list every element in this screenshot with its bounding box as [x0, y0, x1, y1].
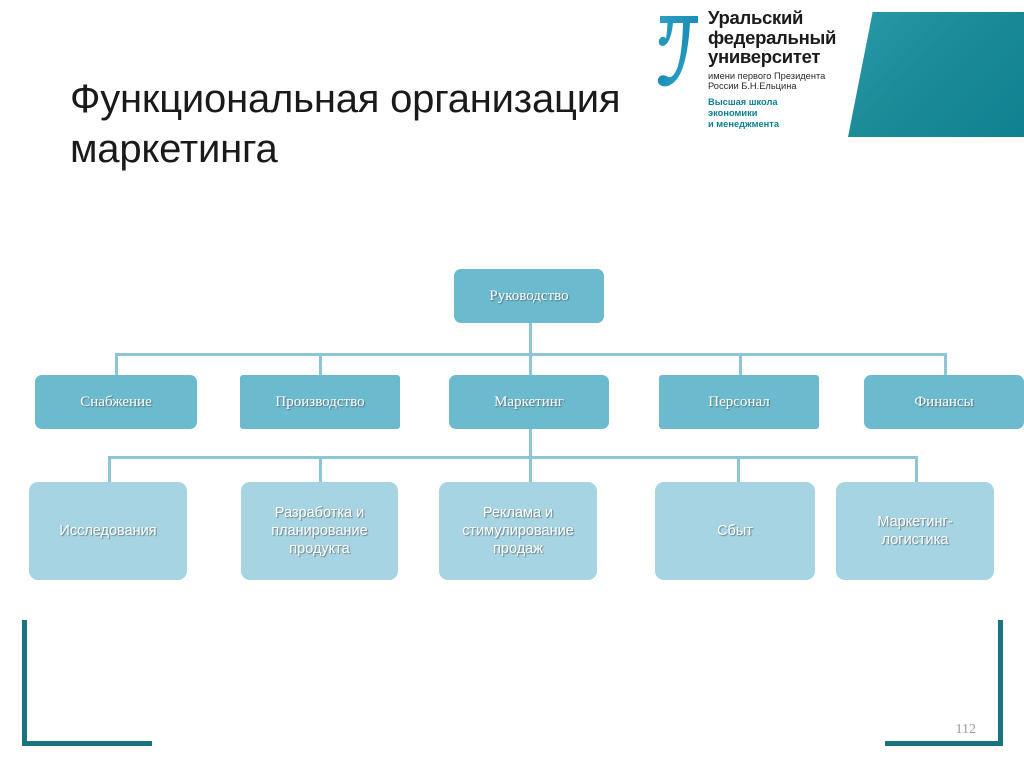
org-node-label: Руководство [489, 287, 569, 304]
connector-drop-product-planning [319, 456, 322, 482]
bracket-bottom-right [885, 620, 1003, 746]
connector-drop-research [108, 456, 111, 482]
org-node-product-planning[interactable]: Разработка и планирование продукта [241, 482, 398, 580]
org-node-sales[interactable]: Сбыт [655, 482, 815, 580]
connector-drop-advertising [529, 456, 532, 482]
org-node-label: Снабжение [80, 393, 152, 410]
org-node-label: Персонал [708, 393, 770, 410]
urfu-logo: Уральский федеральный университет имени … [648, 8, 858, 148]
org-node-label: Разработка и планирование продукта [271, 505, 368, 557]
connector-marketing-stem [529, 428, 532, 459]
org-node-marketing[interactable]: Маркетинг [449, 375, 609, 429]
bracket-bottom-left [22, 620, 152, 746]
org-node-finance[interactable]: Финансы [864, 375, 1024, 429]
org-node-research[interactable]: Исследования [29, 482, 187, 580]
connector-drop-logistics [915, 456, 918, 482]
org-node-logistics[interactable]: Маркетинг-логистика [836, 482, 994, 580]
page-title: Функциональная организация маркетинга [70, 77, 621, 171]
logo-subtitle-line2: России Б.Н.Ельцина [708, 80, 797, 91]
org-node-label: Маркетинг-логистика [877, 514, 953, 548]
org-node-production[interactable]: Производство [240, 375, 400, 429]
page-number: 112 [955, 722, 976, 737]
connector-drop-production [319, 353, 322, 377]
connector-drop-sales [737, 456, 740, 482]
org-node-leadership[interactable]: Руководство [454, 269, 604, 323]
org-node-label: Исследования [59, 523, 157, 539]
connector-level3-bus [108, 456, 918, 459]
logo-school-line2: экономики [708, 108, 758, 119]
connector-drop-supply [115, 353, 118, 377]
connector-drop-marketing [529, 353, 532, 377]
urfu-logo-text: Уральский федеральный университет имени … [708, 8, 858, 130]
logo-name-line3: университет [708, 46, 821, 67]
org-node-label: Реклама и стимулирование продаж [462, 505, 574, 557]
org-node-personnel[interactable]: Персонал [659, 375, 819, 429]
logo-name-line1: Уральский [708, 7, 804, 28]
logo-subtitle: имени первого Президента России Б.Н.Ельц… [708, 71, 858, 92]
logo-name-line2: федеральный [708, 26, 837, 48]
org-node-label: Маркетинг [494, 393, 564, 410]
org-node-supply[interactable]: Снабжение [35, 375, 197, 429]
connector-root-stem [529, 322, 532, 356]
org-node-label: Финансы [914, 393, 974, 410]
org-node-label: Производство [275, 393, 365, 410]
header-band: Уральский федеральный университет имени … [648, 0, 1024, 155]
header-accent-shape [848, 12, 1024, 137]
org-node-advertising[interactable]: Реклама и стимулирование продаж [439, 482, 597, 580]
logo-school: Высшая школа экономики и менеджмента [708, 97, 858, 130]
connector-drop-personnel [739, 353, 742, 377]
org-node-label: Сбыт [717, 523, 753, 539]
logo-subtitle-line1: имени первого Президента [708, 70, 826, 81]
logo-school-line1: Высшая школа [708, 97, 778, 108]
connector-drop-finance [944, 353, 947, 377]
logo-school-line3: и менеджмента [708, 119, 780, 130]
urfu-u-letter-icon [656, 12, 702, 92]
